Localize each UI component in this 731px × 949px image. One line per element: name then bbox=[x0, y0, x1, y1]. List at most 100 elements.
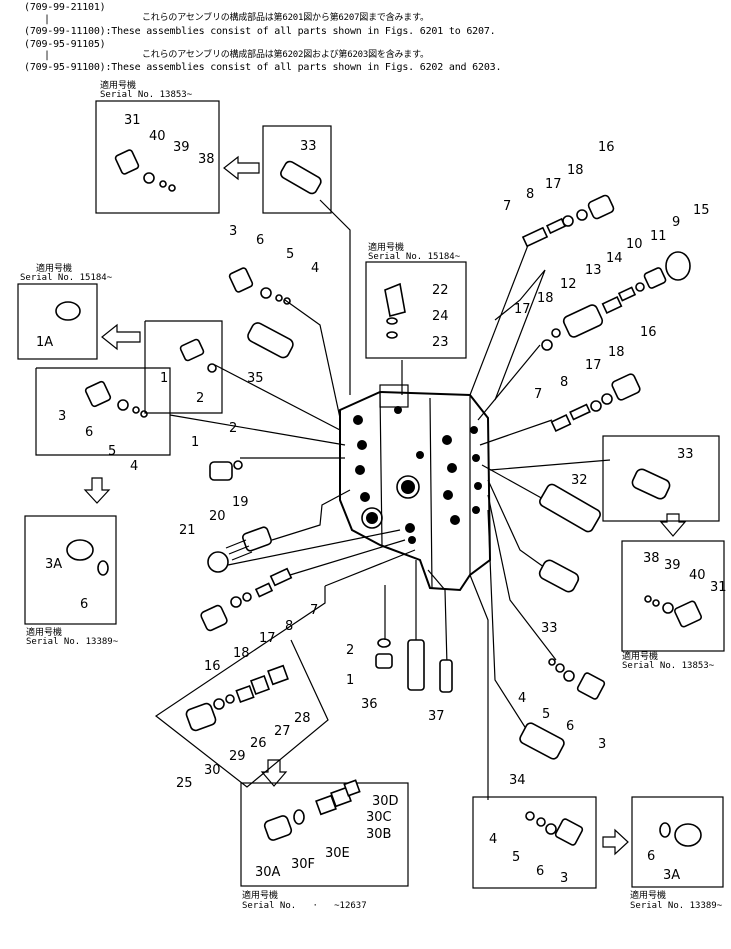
serial-13389-left-jp: 適用号機 bbox=[26, 628, 63, 638]
header-note-jp-1: これらのアセンブリの構成部品は第6201図から第6207図まで含みます。 bbox=[142, 13, 429, 23]
callout: 14 bbox=[606, 251, 623, 266]
arrow-to-box-30-kit bbox=[260, 759, 288, 787]
callout: 28 bbox=[294, 711, 311, 726]
callout: 1 bbox=[160, 371, 168, 386]
header-bar-1: | bbox=[44, 14, 50, 25]
callout: 16 bbox=[640, 325, 657, 340]
callout: 16 bbox=[598, 140, 615, 155]
callout: 5 bbox=[542, 707, 550, 722]
frame-part-1 bbox=[144, 320, 223, 414]
serial-13853-top: Serial No. 13853~ bbox=[100, 90, 193, 100]
valve-body bbox=[339, 384, 492, 592]
callout: 3A bbox=[45, 557, 62, 572]
callout: 39 bbox=[173, 140, 190, 155]
callout: 17 bbox=[514, 302, 531, 317]
callout: 40 bbox=[689, 568, 706, 583]
callout: 6 bbox=[647, 849, 655, 864]
callout: 8 bbox=[526, 187, 534, 202]
callout: 38 bbox=[643, 551, 660, 566]
callout: 18 bbox=[567, 163, 584, 178]
callout: 31 bbox=[710, 580, 727, 595]
callout: 6 bbox=[85, 425, 93, 440]
callout: 34 bbox=[509, 773, 526, 788]
callout: 4 bbox=[489, 832, 497, 847]
callout: 3 bbox=[58, 409, 66, 424]
callout: 3 bbox=[229, 224, 237, 239]
arrow-to-box-13853-top bbox=[223, 155, 260, 181]
callout: 31 bbox=[124, 113, 141, 128]
callout: 30A bbox=[255, 865, 281, 880]
callout: 30B bbox=[366, 827, 391, 842]
callout: 17 bbox=[585, 358, 602, 373]
serial-13389-right: Serial No. 13389~ bbox=[630, 901, 723, 911]
box-part-1A bbox=[17, 283, 98, 360]
detail-boxes bbox=[17, 100, 725, 889]
callout: 29 bbox=[229, 749, 246, 764]
callout: 18 bbox=[608, 345, 625, 360]
callout: 8 bbox=[285, 619, 293, 634]
callout: 33 bbox=[677, 447, 694, 462]
callout: 36 bbox=[361, 697, 378, 712]
callout: 10 bbox=[626, 237, 643, 252]
frame-part-25-30 bbox=[154, 586, 329, 788]
callout: 33 bbox=[541, 621, 558, 636]
callout: 7 bbox=[503, 199, 511, 214]
callout: 30F bbox=[291, 857, 315, 872]
callout: 5 bbox=[286, 247, 294, 262]
callout: 15 bbox=[693, 203, 710, 218]
callout: 20 bbox=[209, 509, 226, 524]
parts bbox=[55, 149, 703, 847]
arrow-to-box-13853-right bbox=[659, 513, 687, 537]
box-part-33-right bbox=[602, 435, 720, 522]
callout-numbers: 31 40 39 38 33 16 18 17 8 7 15 9 11 10 1… bbox=[36, 113, 727, 886]
callout: 1 bbox=[191, 435, 199, 450]
callout: 35 bbox=[247, 371, 264, 386]
serial-15184-left: Serial No. 15184~ bbox=[20, 273, 113, 283]
serial-13389-right-jp: 適用号機 bbox=[630, 891, 667, 901]
callout: 3 bbox=[598, 737, 606, 752]
callout: 24 bbox=[432, 309, 449, 324]
box-serial-15184-mid bbox=[365, 261, 467, 359]
callout: 38 bbox=[198, 152, 215, 167]
callout: 30 bbox=[204, 763, 221, 778]
callout: 7 bbox=[310, 603, 318, 618]
callout: 5 bbox=[108, 444, 116, 459]
callout: 3 bbox=[560, 871, 568, 886]
box-serial-13853-top bbox=[95, 100, 220, 214]
header-note-en-1: (709-99-11100):These assemblies consist … bbox=[24, 26, 496, 37]
box-part-30-kit bbox=[240, 782, 409, 887]
callout: 17 bbox=[545, 177, 562, 192]
callout: 4 bbox=[311, 261, 319, 276]
box-part-33-top bbox=[262, 125, 332, 214]
callout: 1 bbox=[346, 673, 354, 688]
callout: 40 bbox=[149, 129, 166, 144]
callout: 8 bbox=[560, 375, 568, 390]
serial-13389-left: Serial No. 13389~ bbox=[26, 637, 119, 647]
callout: 37 bbox=[428, 709, 445, 724]
header-note-jp-2: これらのアセンブリの構成部品は第6202図および第6203図を含みます。 bbox=[142, 50, 429, 60]
box-part-3-bottom bbox=[472, 796, 597, 889]
serial-13853-top-jp: 適用号機 bbox=[100, 81, 137, 91]
arrow-to-box-1A bbox=[101, 323, 141, 351]
serial-15184-mid: Serial No. 15184~ bbox=[368, 252, 461, 262]
callout: 18 bbox=[233, 646, 250, 661]
serial-13853-right-jp: 適用号機 bbox=[622, 652, 659, 662]
callout: 4 bbox=[130, 459, 138, 474]
callout: 17 bbox=[259, 631, 276, 646]
frame-part-3-left bbox=[35, 367, 171, 456]
callout: 6 bbox=[536, 864, 544, 879]
callout: 30C bbox=[366, 810, 392, 825]
callout: 6 bbox=[256, 233, 264, 248]
callout: 22 bbox=[432, 283, 449, 298]
arrow-to-box-3A-right bbox=[602, 828, 629, 856]
callout: 33 bbox=[300, 139, 317, 154]
leader-lines bbox=[169, 199, 611, 800]
serial-13853-right: Serial No. 13853~ bbox=[622, 661, 715, 671]
serial-12637-jp: 適用号機 bbox=[242, 891, 279, 901]
callout: 2 bbox=[229, 421, 237, 436]
arrow-to-box-3A-left bbox=[83, 477, 111, 504]
callout: 30E bbox=[325, 846, 350, 861]
callout: 2 bbox=[196, 391, 204, 406]
